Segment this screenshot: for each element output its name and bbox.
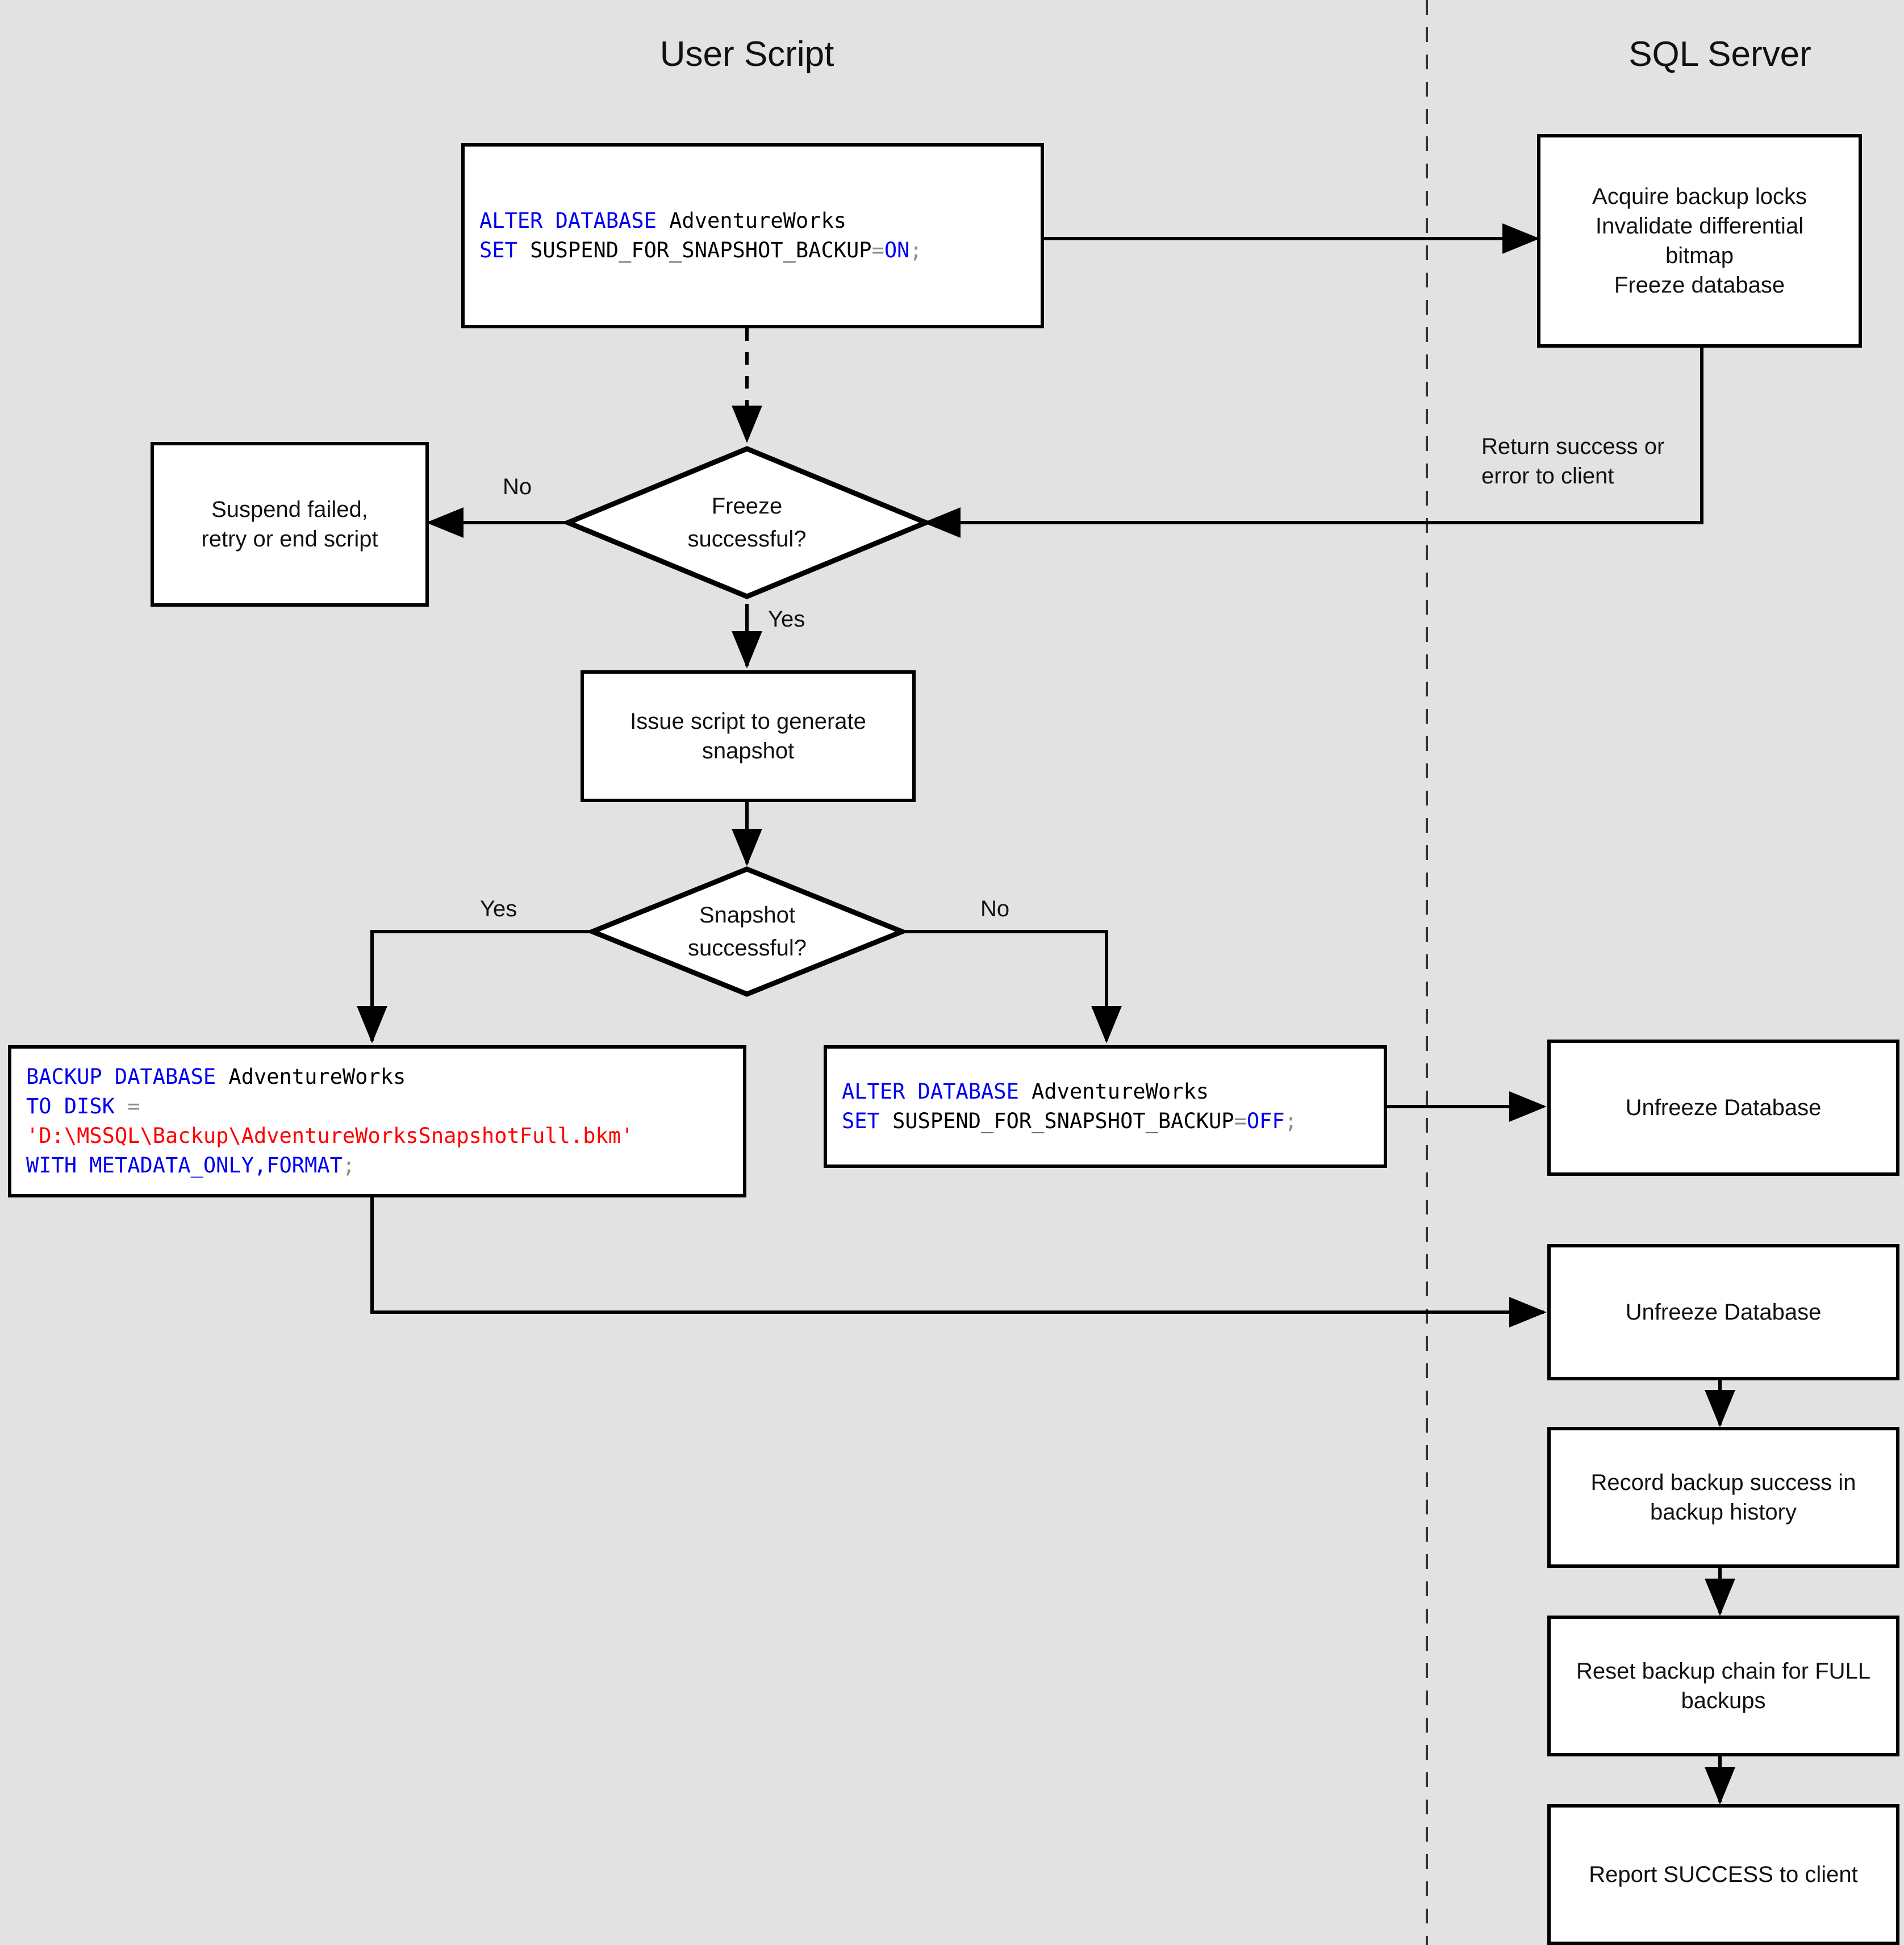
lane-title-sql-server: SQL Server (1629, 35, 1811, 74)
code-block-alter-suspend-on[interactable]: ALTER DATABASE AdventureWorks SET SUSPEN… (461, 143, 1044, 328)
edge-snapshot-no (902, 930, 1122, 1044)
edge-label-return-line2: error to client (1481, 464, 1614, 489)
code-alter-off-text: ALTER DATABASE AdventureWorks SET SUSPEN… (842, 1079, 1297, 1133)
node-unfreeze-database-2[interactable]: Unfreeze Database (1547, 1244, 1899, 1380)
decision-snapshot-line1: Snapshot (699, 903, 796, 928)
code-block-alter-suspend-off[interactable]: ALTER DATABASE AdventureWorks SET SUSPEN… (824, 1045, 1387, 1168)
edge-label-freeze-no: No (503, 474, 532, 499)
edge-label-return-to-client: Return success or error to client (1481, 432, 1720, 491)
decision-snapshot-line2: successful? (688, 936, 807, 961)
edge-backup-to-unfreeze2 (370, 1197, 1547, 1328)
decision-freeze-line2: successful? (687, 527, 807, 552)
node-report-success-label: Report SUCCESS to client (1589, 1862, 1858, 1887)
node-unfreeze-database-1[interactable]: Unfreeze Database (1547, 1040, 1899, 1176)
edge-label-snapshot-no: No (980, 896, 1010, 921)
node-suspend-failed-label: Suspend failed,retry or end script (201, 497, 378, 552)
code-alter-on-text: ALTER DATABASE AdventureWorks SET SUSPEN… (479, 208, 922, 262)
node-suspend-failed[interactable]: Suspend failed,retry or end script (151, 442, 429, 607)
edge-label-freeze-yes: Yes (768, 607, 805, 632)
code-backup-text: BACKUP DATABASE AdventureWorks TO DISK =… (26, 1065, 634, 1178)
node-unfreeze-database-1-label: Unfreeze Database (1625, 1095, 1822, 1120)
node-unfreeze-database-2-label: Unfreeze Database (1625, 1300, 1822, 1325)
node-report-success[interactable]: Report SUCCESS to client (1547, 1804, 1899, 1945)
decision-freeze-successful[interactable]: Freeze successful? (568, 449, 926, 596)
decision-snapshot-successful-label: Snapshot successful? (592, 869, 902, 994)
lane-title-user-script: User Script (659, 35, 834, 74)
edge-label-snapshot-yes: Yes (480, 896, 517, 921)
decision-freeze-successful-label: Freeze successful? (568, 449, 926, 596)
decision-freeze-line1: Freeze (711, 494, 783, 519)
code-block-backup-database[interactable]: BACKUP DATABASE AdventureWorks TO DISK =… (8, 1045, 746, 1197)
edge-label-return-line1: Return success or (1481, 434, 1665, 459)
edge-snapshot-yes (357, 930, 592, 1044)
decision-snapshot-successful[interactable]: Snapshot successful? (592, 869, 902, 994)
